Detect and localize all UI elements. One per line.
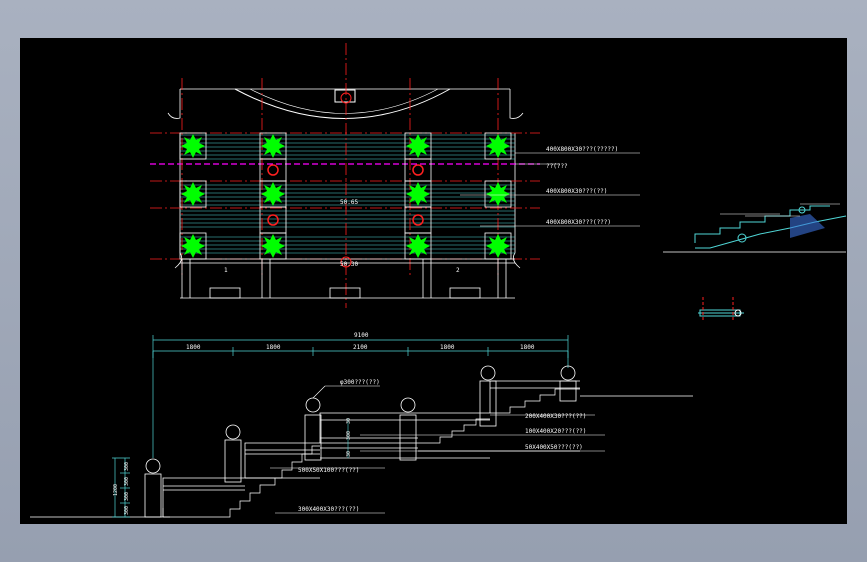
plan-centerlines — [150, 43, 540, 308]
elevation-view: 9100 1800 1800 2100 1800 1800 — [30, 332, 693, 518]
section-detail — [663, 203, 847, 321]
plan-label-1: 400X800X30???(?????) — [546, 146, 618, 153]
elev-note-3: 50X400X50???(??) — [525, 444, 583, 451]
elev-note-1: 200X400X30???(??) — [525, 413, 586, 420]
elev-dim-3: 2100 — [353, 344, 368, 351]
elev-dim-1: 1800 — [186, 344, 201, 351]
plan-label-4: 400X800X30???(???) — [546, 219, 611, 226]
plan-planters — [179, 132, 512, 260]
plan-label-3: 400X800X30???(??) — [546, 188, 607, 195]
plan-view: 50.65 50.30 1 2 400X800X30???(?????) ??(… — [150, 43, 640, 308]
plan-arc-inner — [249, 88, 439, 114]
elev-steps — [163, 387, 580, 518]
elev-note-4: 500X50X100???(??) — [298, 467, 359, 474]
elev-small-dim-1: 30 — [346, 418, 352, 424]
plan-bottom-elev: 50.30 — [340, 261, 358, 268]
elev-total-dim: 9100 — [354, 332, 369, 339]
plan-left-curve — [167, 89, 181, 119]
elev-small-dim-3: 30 — [346, 451, 352, 457]
elev-h-dim-3: 300 — [124, 492, 130, 501]
elev-h-dim-1: 300 — [124, 462, 130, 471]
elev-small-dim-2: 300 — [346, 431, 352, 440]
plan-paving-hatch — [180, 134, 515, 254]
elev-top-rail — [162, 380, 580, 517]
plan-left-mark: 1 — [224, 267, 228, 274]
cad-drawing-canvas[interactable]: 50.65 50.30 1 2 400X800X30???(?????) ??(… — [20, 38, 847, 524]
elev-dim-2: 1800 — [266, 344, 281, 351]
plan-top-marker — [340, 92, 352, 104]
elev-note-leaders — [270, 385, 605, 514]
elev-height-dims — [112, 457, 130, 518]
elev-note-ball: φ300???(??) — [340, 379, 380, 386]
plan-center-elev: 50.65 — [340, 199, 358, 206]
elev-dim-lines — [152, 335, 569, 458]
elev-landing — [162, 437, 580, 517]
plan-top-box — [334, 89, 356, 103]
plan-right-curve — [509, 89, 524, 119]
plan-right-mark: 2 — [456, 267, 460, 274]
plan-arc — [234, 88, 451, 119]
elev-h-dim-2: 300 — [124, 477, 130, 486]
elev-dim-4: 1800 — [440, 344, 455, 351]
elev-note-5: 300X400X30???(??) — [298, 506, 359, 513]
plan-bottom — [180, 258, 515, 299]
plan-leaders — [460, 152, 640, 227]
elev-h-total: 1200 — [113, 484, 119, 496]
elev-dim-5: 1800 — [520, 344, 535, 351]
plan-left-side — [174, 133, 183, 269]
elev-note-2: 100X400X20???(??) — [525, 428, 586, 435]
elev-posts — [144, 365, 577, 518]
cad-drawing: 50.65 50.30 1 2 400X800X30???(?????) ??(… — [30, 43, 847, 518]
elev-h-dim-4: 300 — [124, 506, 130, 515]
plan-label-2: ??(??? — [546, 163, 568, 170]
plan-bottom-marker — [340, 256, 352, 268]
